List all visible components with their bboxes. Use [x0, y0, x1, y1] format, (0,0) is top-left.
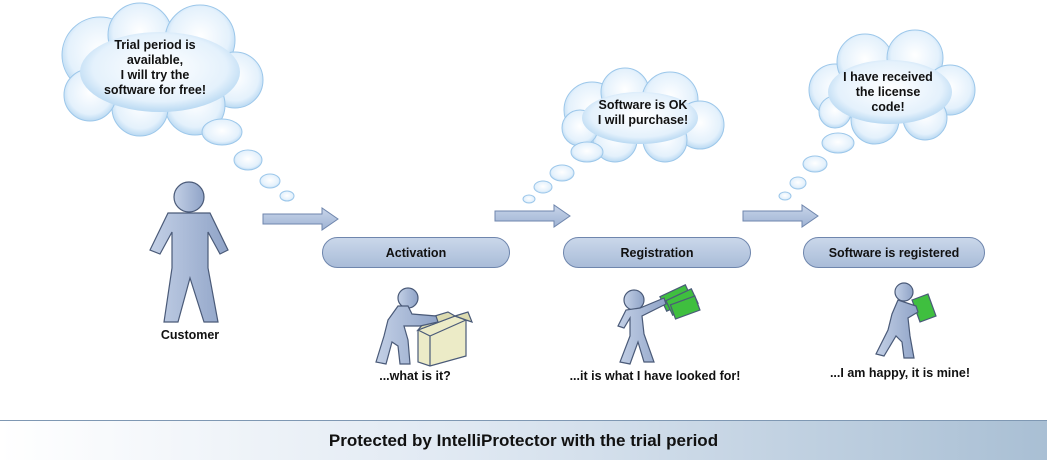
arrow-2 — [494, 204, 571, 228]
thought-bubbles-1 — [201, 118, 295, 202]
box-figure — [375, 287, 474, 367]
thought-cloud-2 — [561, 67, 725, 163]
caption-registration: ...it is what I have looked for! — [569, 369, 741, 383]
step-registration: Registration — [563, 237, 751, 268]
thought-cloud-1 — [61, 2, 264, 137]
thought-bubbles-2 — [522, 141, 604, 204]
thought-bubbles-3 — [778, 132, 855, 201]
step-registered-label: Software is registered — [828, 245, 960, 260]
arrow-3 — [742, 204, 819, 228]
customer-figure — [149, 181, 229, 323]
step-registration-label: Registration — [620, 245, 694, 260]
caption-activation: ...what is it? — [379, 369, 451, 383]
footer-text: Protected by IntelliProtector with the t… — [328, 430, 719, 450]
customer-label: Customer — [160, 328, 220, 342]
footer-banner: Protected by IntelliProtector with the t… — [0, 420, 1047, 460]
happy-figure — [875, 282, 937, 359]
step-registered: Software is registered — [803, 237, 985, 268]
thought-cloud-3 — [808, 29, 976, 145]
step-activation-label: Activation — [385, 245, 447, 260]
cloud-3-text: I have received the license code! — [843, 70, 933, 114]
caption-registered: ...I am happy, it is mine! — [829, 366, 971, 380]
cloud-1-text: Trial period is available, I will try th… — [103, 38, 207, 97]
cloud-2-text: Software is OK I will purchase! — [597, 98, 689, 127]
money-figure — [617, 284, 701, 365]
step-activation: Activation — [322, 237, 510, 268]
arrow-1 — [262, 207, 339, 231]
